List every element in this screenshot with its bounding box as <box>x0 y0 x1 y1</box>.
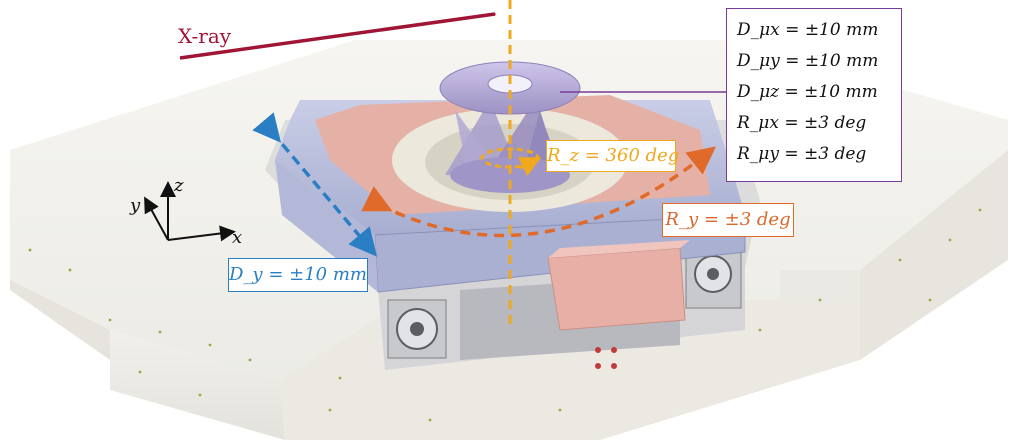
axis-label-x: x <box>232 227 243 248</box>
xray-line <box>179 12 496 60</box>
ry-label: R_y = ±3 deg <box>662 203 794 237</box>
motor-left <box>387 299 447 359</box>
coordinate-axes <box>144 181 236 242</box>
micro-dof-dz: D_μz = ±10 mm <box>737 82 878 102</box>
axis-label-z: z <box>174 175 184 196</box>
micro-dof-ry: R_μy = ±3 deg <box>737 144 867 164</box>
xray-dotted <box>399 13 497 29</box>
micro-dof-dx: D_μx = ±10 mm <box>737 20 879 40</box>
pink-cable-box-top <box>548 240 690 258</box>
motor-right <box>685 249 742 309</box>
dy-arrow <box>252 112 378 257</box>
micro-dof-rx: R_μx = ±3 deg <box>737 113 867 133</box>
granite-base-right-face <box>860 150 1008 360</box>
rz-label: R_z = 360 deg <box>546 140 679 172</box>
front-red-dots <box>595 347 617 369</box>
micro-dof-box: D_μx = ±10 mm D_μy = ±10 mm D_μz = ±10 m… <box>726 8 902 182</box>
granite-base-front-face <box>110 330 285 440</box>
micro-dof-dy: D_μy = ±10 mm <box>737 51 879 71</box>
xray-label: X-ray <box>178 24 232 48</box>
granite-base-left-face <box>10 150 110 360</box>
granite-markers <box>28 208 982 422</box>
ry-arrow <box>361 146 717 238</box>
granite-base-right-step <box>780 270 860 300</box>
dy-label: D_y = ±10 mm <box>228 258 368 292</box>
axis-label-y: y <box>130 195 141 216</box>
pink-cable-box <box>547 247 686 331</box>
